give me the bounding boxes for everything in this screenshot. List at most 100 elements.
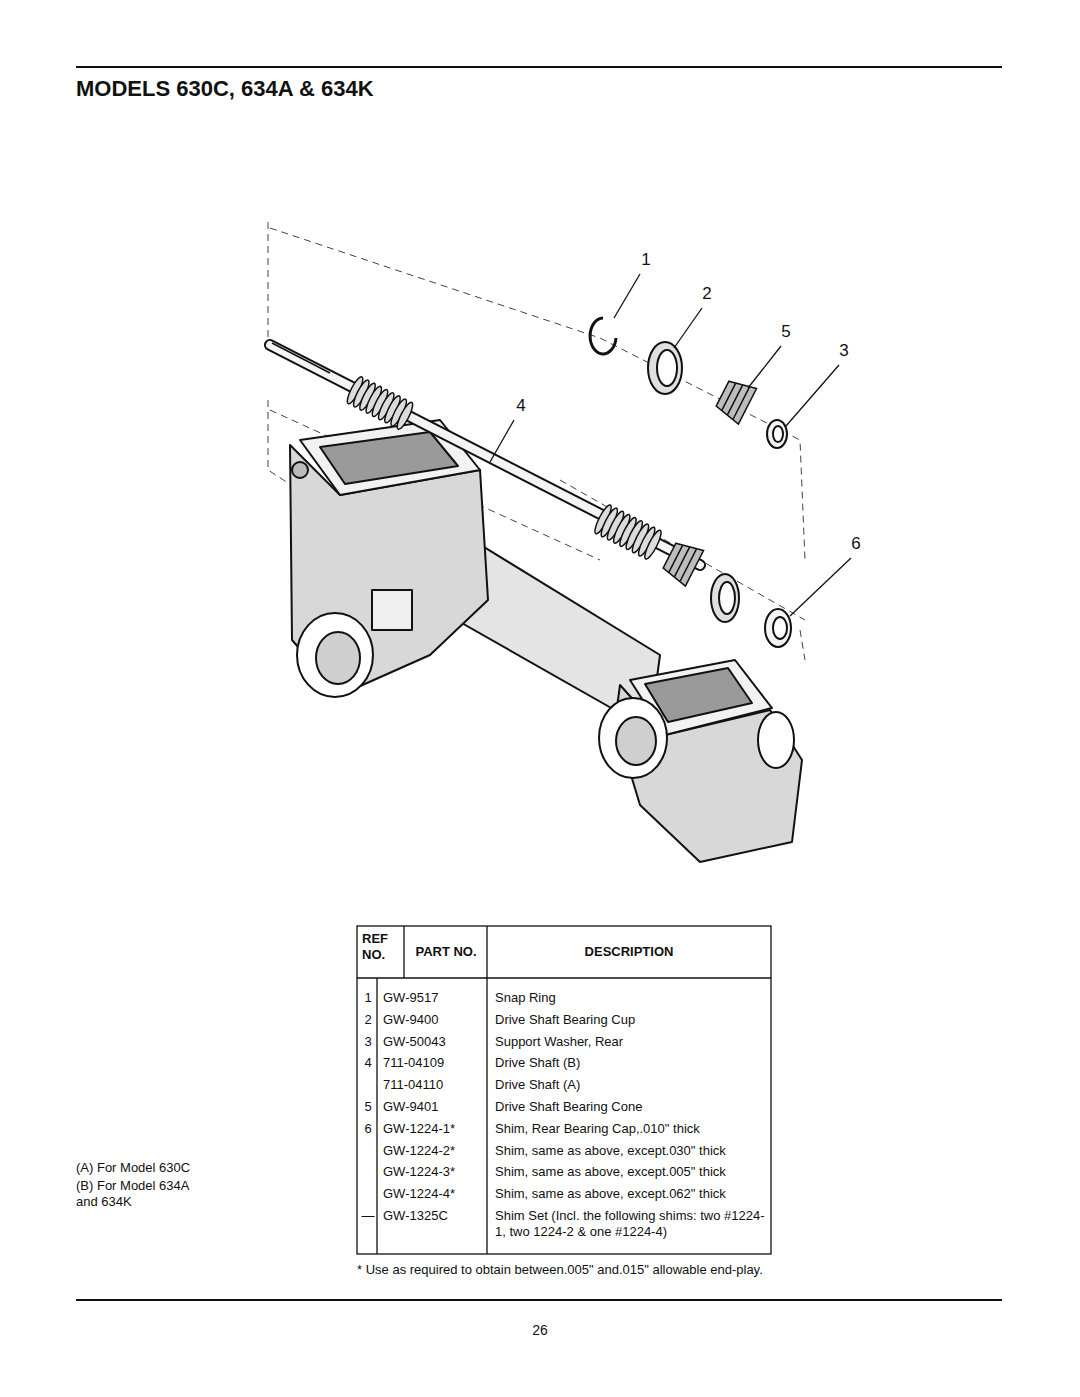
housing bbox=[292, 462, 308, 478]
bearing-parts bbox=[765, 609, 791, 647]
part-description: Snap Ring bbox=[495, 990, 767, 1006]
part-description: Drive Shaft Bearing Cup bbox=[495, 1012, 767, 1028]
bearing-parts bbox=[773, 426, 783, 442]
part-description: Support Washer, Rear bbox=[495, 1034, 767, 1050]
ref-number: 4 bbox=[360, 1055, 376, 1071]
page-rule bbox=[76, 66, 1002, 68]
guide-line bbox=[800, 630, 805, 660]
table-grid bbox=[376, 978, 377, 1254]
part-number: GW-1224-1* bbox=[383, 1121, 485, 1137]
housing bbox=[316, 632, 360, 684]
bearing-parts bbox=[713, 376, 756, 424]
part-number: GW-1224-3* bbox=[383, 1164, 485, 1180]
part-description: Drive Shaft (B) bbox=[495, 1055, 767, 1071]
guide-line bbox=[268, 222, 269, 338]
part-description: Shim, same as above, except.030" thick bbox=[495, 1143, 767, 1159]
leader-line bbox=[748, 346, 781, 388]
bearing-parts bbox=[773, 617, 787, 639]
drive-shaft bbox=[669, 545, 683, 572]
page-number: 26 bbox=[510, 1322, 570, 1339]
callout-number: 3 bbox=[834, 341, 854, 361]
drive-shaft bbox=[680, 549, 696, 581]
drive-shaft bbox=[674, 547, 689, 577]
bearing-parts bbox=[713, 376, 756, 424]
page-rule bbox=[76, 67, 1002, 1300]
drive-shaft bbox=[270, 343, 704, 586]
model-note: (B) For Model 634A and 634K bbox=[76, 1178, 208, 1209]
leader-line bbox=[790, 558, 851, 616]
drive-shaft bbox=[592, 503, 664, 561]
housing bbox=[297, 613, 373, 697]
drive-shaft bbox=[660, 538, 703, 586]
part-number: GW-1325C bbox=[383, 1208, 485, 1224]
part-number: GW-50043 bbox=[383, 1034, 485, 1050]
table-grid bbox=[357, 926, 771, 1254]
drive-shaft bbox=[395, 401, 416, 431]
bearing-parts bbox=[767, 420, 787, 448]
table-grid bbox=[486, 926, 487, 1254]
ref-number: — bbox=[360, 1208, 376, 1224]
housing bbox=[616, 717, 656, 765]
part-number: GW-9517 bbox=[383, 990, 485, 1006]
part-number: 711-04109 bbox=[383, 1055, 485, 1071]
bearing-parts bbox=[590, 318, 791, 647]
model-note: (A) For Model 630C bbox=[76, 1160, 208, 1176]
footnote: * Use as required to obtain between.005"… bbox=[357, 1262, 997, 1278]
leader-line bbox=[490, 420, 514, 462]
part-description: Drive Shaft Bearing Cone bbox=[495, 1099, 767, 1115]
bearing-parts bbox=[590, 318, 616, 354]
table-grid bbox=[403, 926, 404, 978]
bearing-parts bbox=[657, 350, 677, 386]
page-rule bbox=[76, 1299, 1002, 1301]
leader-line bbox=[674, 308, 702, 348]
callout-number: 5 bbox=[776, 322, 796, 342]
housing bbox=[599, 698, 667, 778]
drive-shaft bbox=[345, 375, 416, 431]
ref-number: 3 bbox=[360, 1034, 376, 1050]
bearing-parts bbox=[711, 574, 739, 622]
drive-shaft bbox=[272, 343, 330, 373]
part-number: GW-1224-4* bbox=[383, 1186, 485, 1202]
page-title: MODELS 630C, 634A & 634K bbox=[76, 76, 374, 102]
housing bbox=[758, 712, 794, 768]
drive-shaft bbox=[270, 345, 700, 565]
drive-shaft bbox=[660, 538, 703, 586]
part-number: GW-9400 bbox=[383, 1012, 485, 1028]
bearing-parts bbox=[719, 582, 735, 614]
drive-shaft bbox=[270, 345, 700, 565]
callout-number: 4 bbox=[511, 396, 531, 416]
leader-line bbox=[786, 365, 839, 426]
part-description: Shim, Rear Bearing Cap,.010" thick bbox=[495, 1121, 767, 1137]
ref-number: 2 bbox=[360, 1012, 376, 1028]
callout-number: 2 bbox=[697, 284, 717, 304]
part-number: GW-9401 bbox=[383, 1099, 485, 1115]
guide-line bbox=[560, 480, 805, 620]
bearing-parts bbox=[733, 387, 749, 419]
bearing-parts bbox=[722, 383, 736, 410]
ref-number: 1 bbox=[360, 990, 376, 1006]
part-description: Drive Shaft (A) bbox=[495, 1077, 767, 1093]
table-header: DESCRIPTION bbox=[487, 944, 771, 960]
bearing-parts bbox=[648, 342, 682, 394]
ref-number: 6 bbox=[360, 1121, 376, 1137]
part-description: Shim, same as above, except.005" thick bbox=[495, 1164, 767, 1180]
table-grid bbox=[357, 926, 771, 1254]
part-number: 711-04110 bbox=[383, 1077, 485, 1093]
housing bbox=[372, 590, 412, 630]
callout-number: 6 bbox=[846, 534, 866, 554]
table-grid bbox=[357, 977, 771, 978]
leader-line bbox=[490, 274, 851, 616]
part-number: GW-1224-2* bbox=[383, 1143, 485, 1159]
part-description: Shim Set (Incl. the following shims: two… bbox=[495, 1208, 767, 1239]
housing bbox=[320, 432, 458, 484]
drive-shaft bbox=[642, 529, 664, 561]
housing bbox=[300, 420, 480, 495]
bearing-parts bbox=[727, 385, 742, 415]
table-header: REF NO. bbox=[362, 931, 402, 962]
table-header: PART NO. bbox=[405, 944, 487, 960]
ref-number: 5 bbox=[360, 1099, 376, 1115]
leader-line bbox=[614, 274, 640, 318]
part-description: Shim, same as above, except.062" thick bbox=[495, 1186, 767, 1202]
callout-number: 1 bbox=[636, 250, 656, 270]
